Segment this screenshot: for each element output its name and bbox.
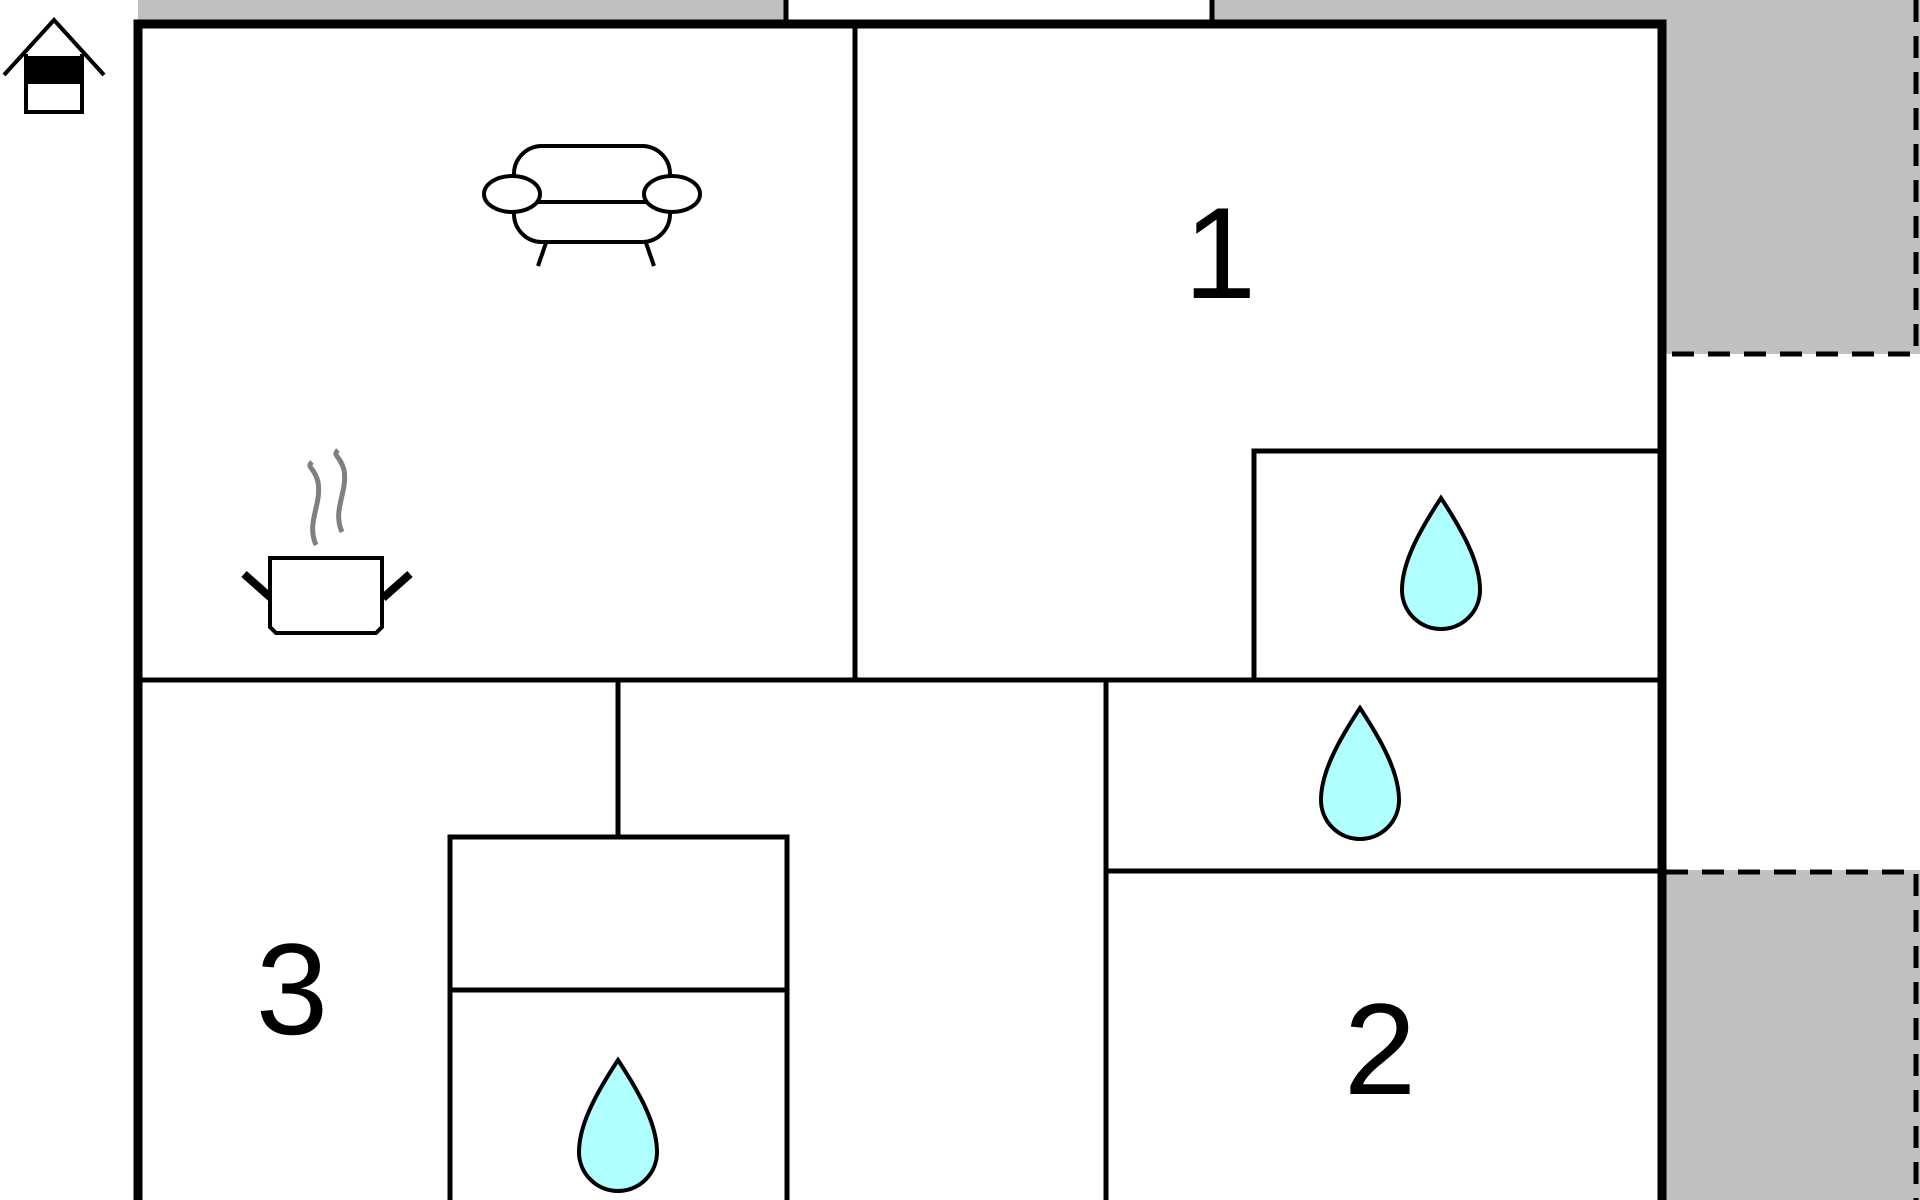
house-icon (2, 17, 106, 114)
cooking-pot-icon (241, 448, 413, 635)
water-drop-icon (1318, 704, 1402, 841)
interior-walls (138, 24, 1662, 1200)
water-drop-icon (1399, 494, 1483, 631)
water-drop-icon (576, 1056, 660, 1193)
terrace-dashed-outline (1666, 0, 1919, 1200)
terrace-bottom-right (1666, 870, 1920, 1200)
room-number-2: 2 (1344, 976, 1416, 1122)
exterior-walls (133, 19, 1667, 1200)
room-number-3: 3 (256, 916, 328, 1062)
sofa-icon (482, 144, 702, 267)
terrace-top-right (1666, 0, 1920, 354)
room-number-1: 1 (1184, 180, 1256, 326)
